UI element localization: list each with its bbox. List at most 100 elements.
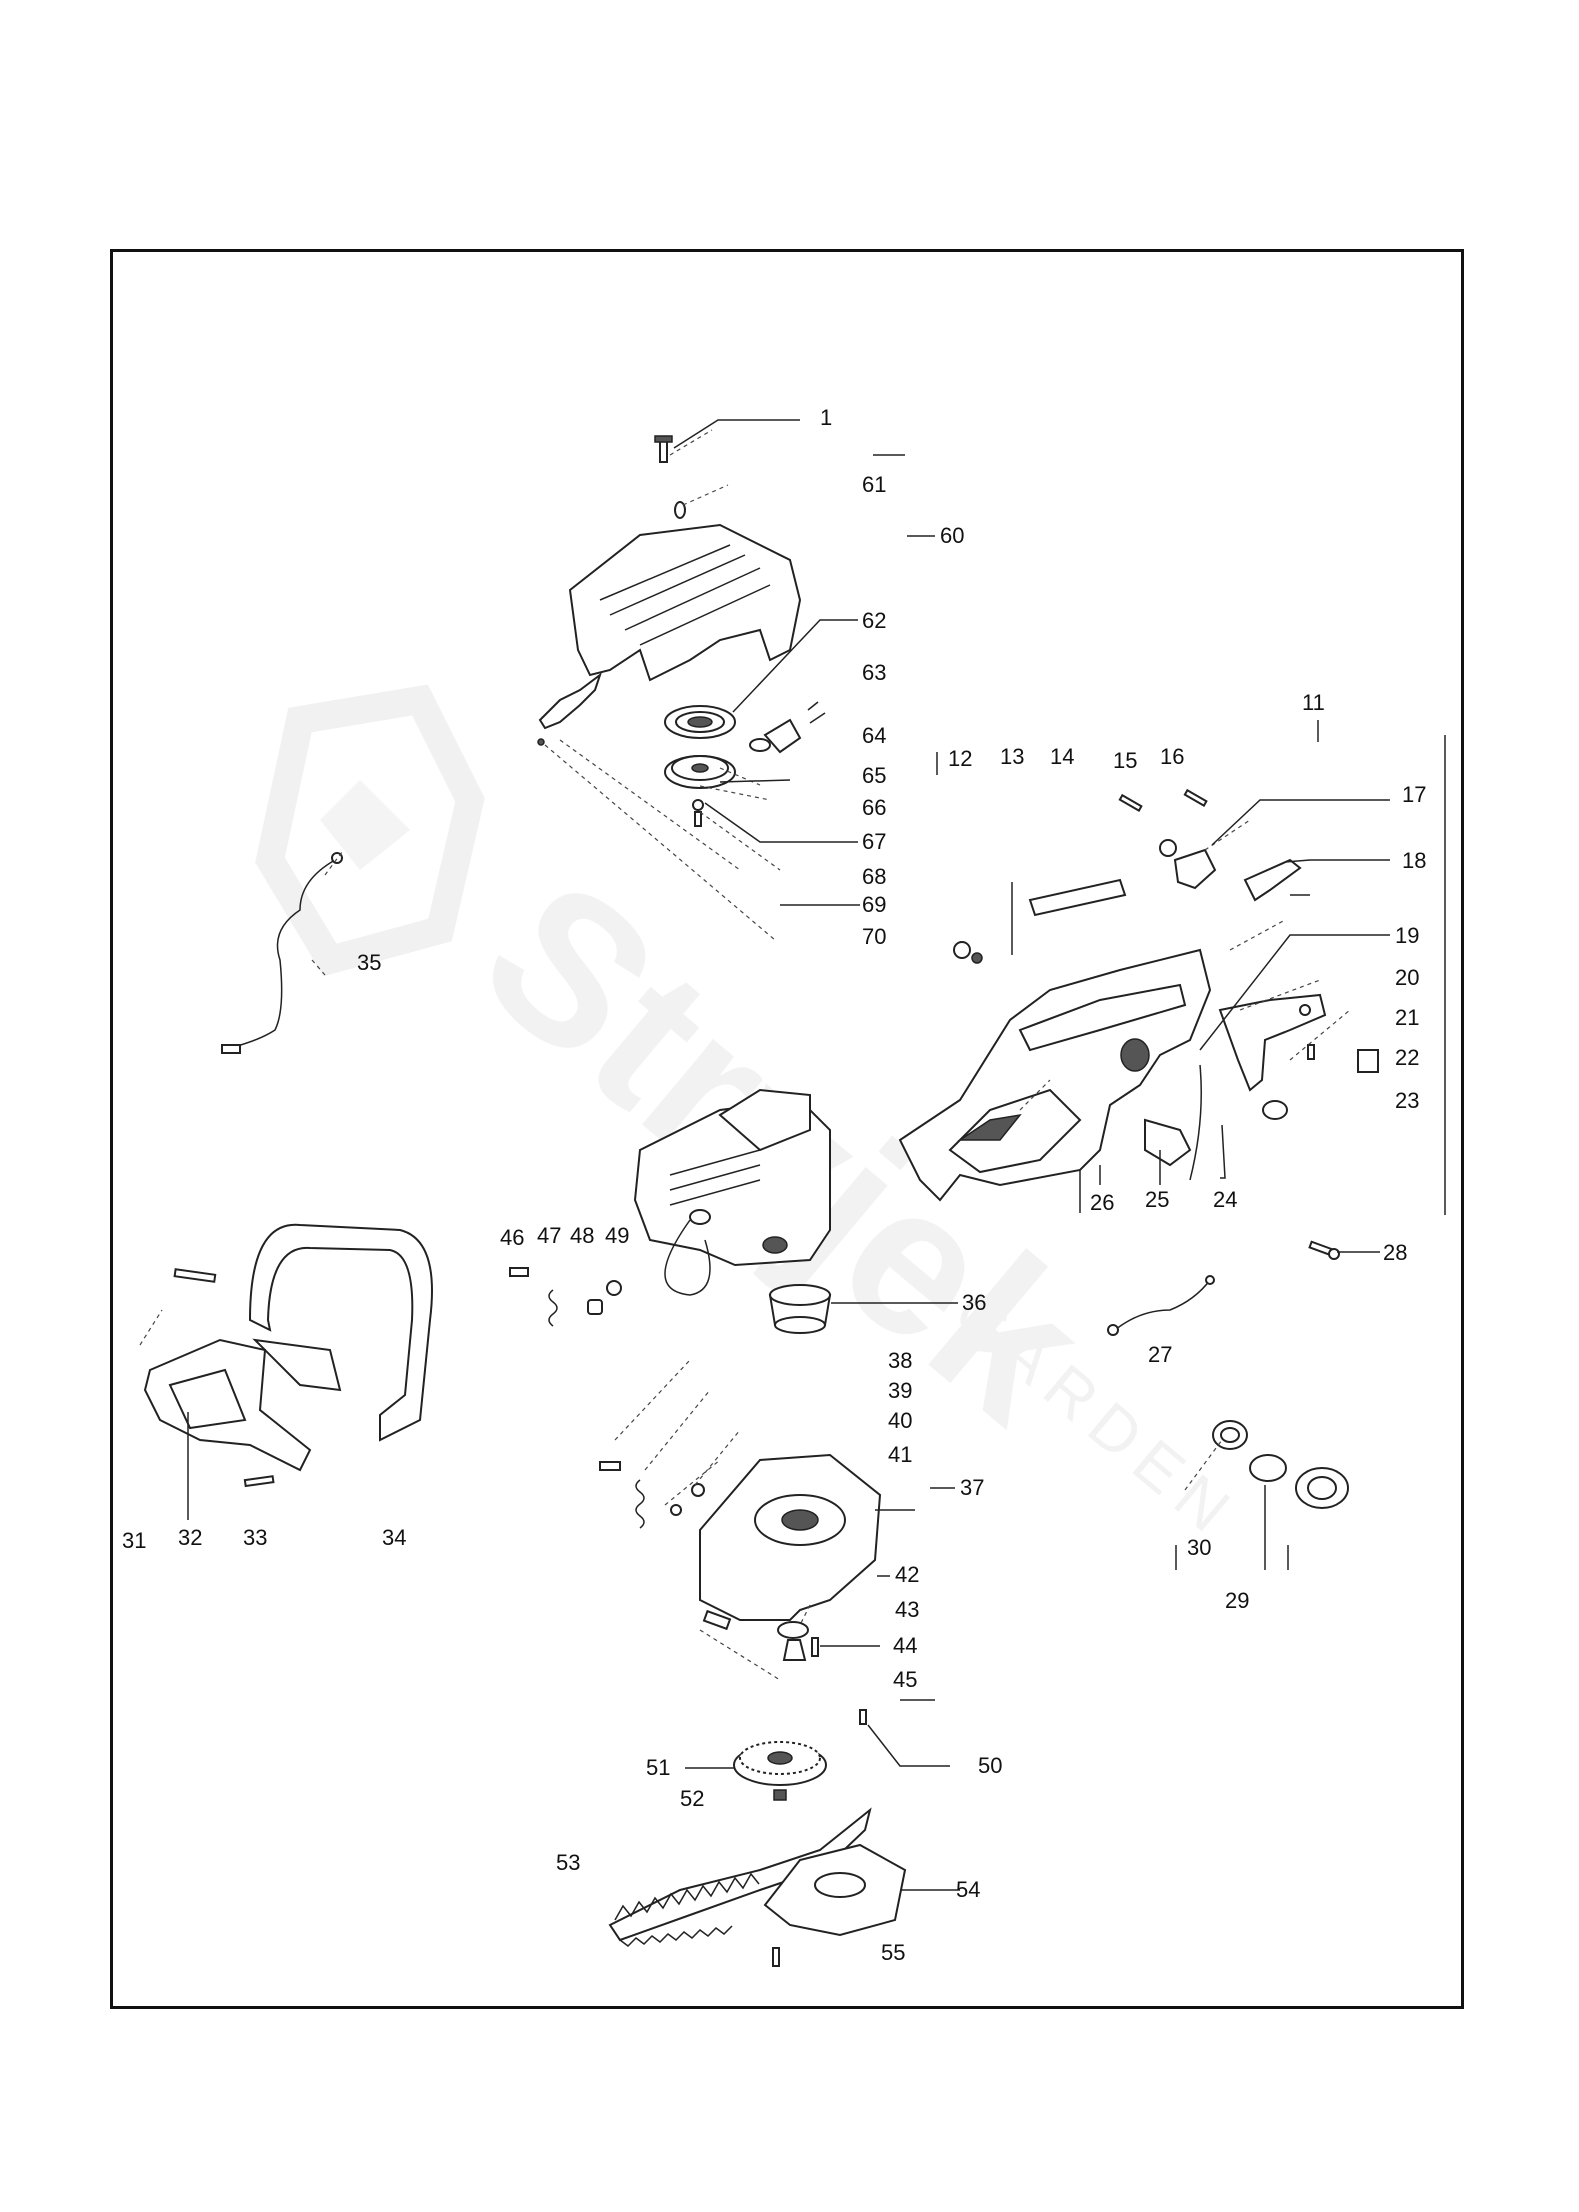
handle-plate <box>1218 993 1327 1092</box>
callout-33: 33 <box>243 1525 267 1550</box>
screw-icon <box>694 811 702 827</box>
callout-labels: 1 61 60 62 63 64 65 66 67 68 69 70 11 12… <box>122 405 1426 1965</box>
callout-67: 67 <box>862 829 886 854</box>
front-handle <box>248 1223 433 1442</box>
small-screw-icon <box>537 738 545 746</box>
callout-25: 25 <box>1145 1187 1169 1212</box>
callout-55: 55 <box>881 1940 905 1965</box>
callout-48: 48 <box>570 1223 594 1248</box>
callout-1: 1 <box>820 405 832 430</box>
callout-63: 63 <box>862 660 886 685</box>
callout-24: 24 <box>1213 1187 1237 1212</box>
callout-27: 27 <box>1148 1342 1172 1367</box>
starter-spring-icon <box>664 705 736 739</box>
pin-icon <box>702 1609 732 1631</box>
callout-38: 38 <box>888 1348 912 1373</box>
callout-32: 32 <box>178 1525 202 1550</box>
fuel-filter-icon <box>1249 1454 1287 1482</box>
throttle-trigger <box>1243 858 1302 902</box>
watermark-logo-icon <box>255 684 485 977</box>
hedge-blades <box>608 1807 872 1947</box>
callout-22: 22 <box>1395 1045 1419 1070</box>
callout-66: 66 <box>862 795 886 820</box>
fasteners-group <box>509 1267 622 1327</box>
drive-gear-icon <box>733 1741 827 1801</box>
callout-60: 60 <box>940 523 964 548</box>
callout-45: 45 <box>893 1667 917 1692</box>
callout-12: 12 <box>948 746 972 771</box>
callout-70: 70 <box>862 924 886 949</box>
pin-icon <box>1118 793 1143 812</box>
rear-handle-housing <box>898 948 1212 1202</box>
screw-icon <box>772 1947 780 1967</box>
starter-handle-icon <box>749 712 826 754</box>
engine-block <box>633 1088 831 1296</box>
callout-30: 30 <box>1187 1535 1211 1560</box>
throttle-lever <box>1028 878 1127 917</box>
fuel-cap-icon <box>1249 1454 1349 1509</box>
connector-icon <box>221 1044 241 1054</box>
terminal-icon <box>1205 1275 1215 1285</box>
pin-icon <box>1183 788 1208 807</box>
diagram-frame <box>110 249 1464 2009</box>
callout-18: 18 <box>1402 848 1426 873</box>
cover-ribs <box>599 544 771 646</box>
engine-cover-group <box>537 435 826 827</box>
callout-11: 11 <box>1302 690 1325 715</box>
callout-34: 34 <box>382 1525 406 1550</box>
callout-39: 39 <box>888 1378 912 1403</box>
ignition-cable <box>229 859 336 1049</box>
clutch-drum-icon <box>768 1284 832 1334</box>
callout-46: 46 <box>500 1225 524 1250</box>
callout-29: 29 <box>1225 1588 1249 1613</box>
callout-51: 51 <box>646 1755 670 1780</box>
nut-icon <box>606 1280 622 1296</box>
callout-26: 26 <box>1090 1190 1114 1215</box>
throttle-cable <box>1189 1064 1202 1181</box>
callout-61: 61 <box>862 472 886 497</box>
nut-icon <box>953 941 971 959</box>
shaft-icon <box>782 1639 807 1661</box>
callout-43: 43 <box>895 1597 919 1622</box>
starter-pulley-icon <box>664 755 736 789</box>
screw-icon <box>1307 1044 1315 1060</box>
callout-28: 28 <box>1383 1240 1407 1265</box>
callout-65: 65 <box>862 763 886 788</box>
grommet-icon <box>1262 1100 1288 1120</box>
nut-icon <box>691 1483 705 1497</box>
bushing-icon <box>587 1299 603 1315</box>
terminal-icon <box>1107 1324 1119 1336</box>
callout-20: 20 <box>1395 965 1419 990</box>
bearing-icon <box>777 1621 809 1639</box>
callout-42: 42 <box>895 1562 919 1587</box>
callout-49: 49 <box>605 1223 629 1248</box>
callout-15: 15 <box>1113 748 1137 773</box>
screw-icon <box>654 435 673 463</box>
nut-icon <box>670 1504 682 1516</box>
callout-41: 41 <box>888 1442 912 1467</box>
callout-52: 52 <box>680 1786 704 1811</box>
screw-icon <box>811 1637 819 1657</box>
callout-40: 40 <box>888 1408 912 1433</box>
washer-icon <box>692 799 704 811</box>
callout-36: 36 <box>962 1290 986 1315</box>
gear-housing <box>599 1453 882 1621</box>
callout-68: 68 <box>862 864 886 889</box>
switch-cover-icon <box>1357 1049 1379 1073</box>
screw-icon <box>859 1709 867 1725</box>
callout-54: 54 <box>956 1877 980 1902</box>
assembly-lines <box>139 429 1351 1681</box>
callout-31: 31 <box>122 1528 146 1553</box>
grip <box>1144 1118 1192 1167</box>
ground-wire <box>1114 1279 1211 1331</box>
bracket <box>538 672 602 730</box>
gear-cover-plate <box>763 1843 907 1937</box>
callout-53: 53 <box>556 1850 580 1875</box>
callout-21: 21 <box>1395 1005 1419 1030</box>
screw-hole-icon <box>1299 1004 1311 1016</box>
callout-35: 35 <box>357 950 381 975</box>
callout-64: 64 <box>862 723 886 748</box>
screw-icon <box>173 1268 217 1283</box>
spring-icon <box>1159 839 1177 857</box>
